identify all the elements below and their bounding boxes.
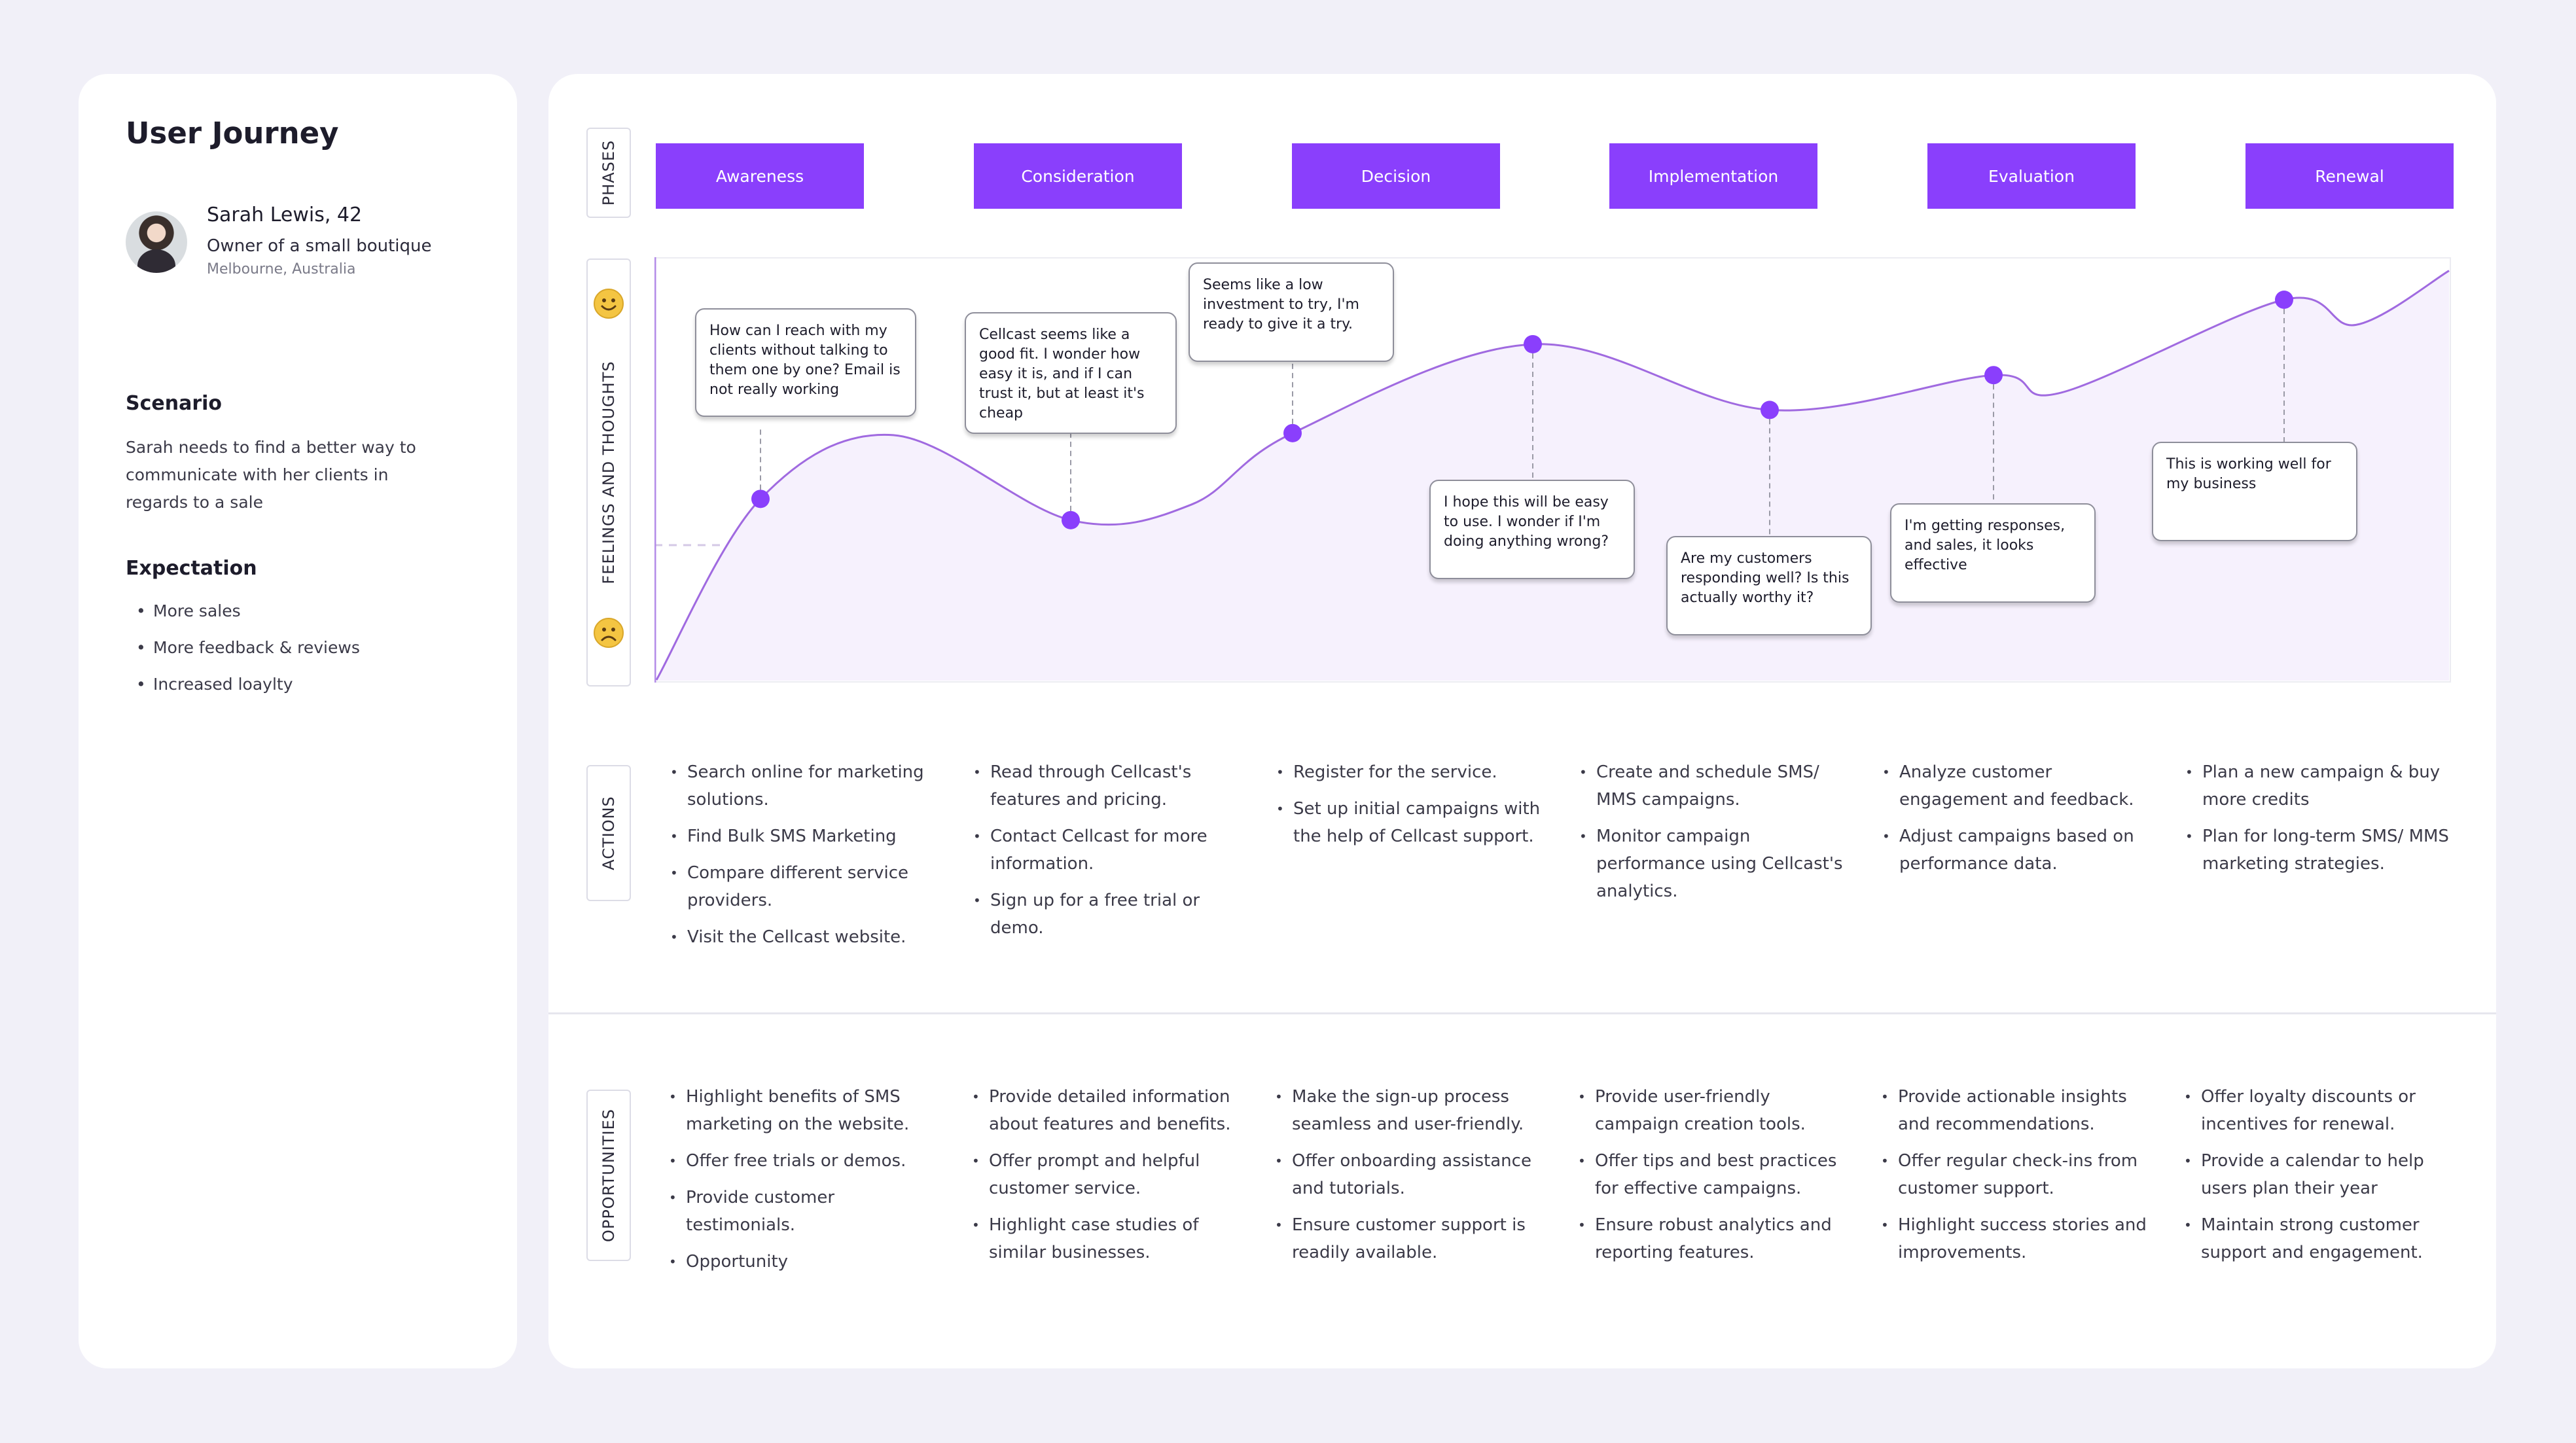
phase-decision[interactable]: Decision <box>1292 143 1500 209</box>
list-item: Contact Cellcast for more information. <box>971 823 1245 878</box>
thought-bubble: I hope this will be easy to use. I wonde… <box>1429 480 1635 579</box>
actions-renewal: Plan a new campaign & buy more credits P… <box>2183 758 2458 887</box>
list-item: Visit the Cellcast website. <box>668 923 942 951</box>
list-item: Offer loyalty discounts or incentives fo… <box>2181 1083 2456 1138</box>
phase-consideration[interactable]: Consideration <box>974 143 1182 209</box>
frowning-face-icon <box>594 618 624 648</box>
thought-bubble: I'm getting responses, and sales, it loo… <box>1890 503 2096 603</box>
expectation-heading: Expectation <box>126 557 257 580</box>
list-item: Set up initial campaigns with the help o… <box>1274 795 1548 850</box>
list-item: More sales <box>126 601 360 638</box>
list-item: Sign up for a free trial or demo. <box>971 887 1245 942</box>
actions-awareness: Search online for marketing solutions. F… <box>668 758 942 960</box>
list-item: Plan a new campaign & buy more credits <box>2183 758 2458 813</box>
avatar <box>126 211 187 273</box>
list-item: Make the sign-up process seamless and us… <box>1272 1083 1547 1138</box>
row-label-phases: PHASES <box>586 128 631 218</box>
section-divider <box>548 1012 2496 1014</box>
persona-name: Sarah Lewis, 42 <box>207 204 363 226</box>
list-item: Highlight success stories and improvemen… <box>1878 1211 2153 1266</box>
sentiment-point[interactable] <box>751 490 770 508</box>
opportunities-implementation: Provide user-friendly campaign creation … <box>1575 1083 1850 1275</box>
sentiment-point[interactable] <box>1524 334 1542 353</box>
persona-location: Melbourne, Australia <box>207 261 356 277</box>
list-item: Compare different service providers. <box>668 859 942 914</box>
sentiment-point[interactable] <box>2275 291 2293 309</box>
phase-awareness[interactable]: Awareness <box>656 143 864 209</box>
sentiment-point[interactable] <box>1062 510 1080 529</box>
list-item: Offer tips and best practices for effect… <box>1575 1147 1850 1202</box>
list-item: Analyze customer engagement and feedback… <box>1880 758 2155 813</box>
list-item: Search online for marketing solutions. <box>668 758 942 813</box>
persona-role: Owner of a small boutique <box>207 236 432 256</box>
list-item: Offer free trials or demos. <box>666 1147 941 1175</box>
list-item: Provide detailed information about featu… <box>969 1083 1244 1138</box>
list-item: Register for the service. <box>1274 758 1548 786</box>
thought-bubble: How can I reach with my clients without … <box>695 308 916 417</box>
sentiment-point[interactable] <box>1283 423 1302 442</box>
list-item: Increased loaylty <box>126 675 360 711</box>
list-item: Monitor campaign performance using Cellc… <box>1577 823 1851 905</box>
opportunities-decision: Make the sign-up process seamless and us… <box>1272 1083 1547 1275</box>
list-item: More feedback & reviews <box>126 638 360 675</box>
phase-renewal[interactable]: Renewal <box>2245 143 2454 209</box>
opportunities-renewal: Offer loyalty discounts or incentives fo… <box>2181 1083 2456 1275</box>
actions-consideration: Read through Cellcast's features and pri… <box>971 758 1245 951</box>
row-label-opportunities: OPPORTUNITIES <box>586 1090 631 1261</box>
persona-card: User Journey Sarah Lewis, 42 Owner of a … <box>79 74 517 1368</box>
list-item: Provide customer testimonials. <box>666 1184 941 1239</box>
thought-bubble: Are my customers responding well? Is thi… <box>1666 536 1872 635</box>
thought-bubble: Seems like a low investment to try, I'm … <box>1189 262 1394 362</box>
opportunities-awareness: Highlight benefits of SMS marketing on t… <box>666 1083 941 1285</box>
phase-implementation[interactable]: Implementation <box>1609 143 1817 209</box>
list-item: Offer onboarding assistance and tutorial… <box>1272 1147 1547 1202</box>
list-item: Opportunity <box>666 1248 941 1275</box>
smiley-face-icon <box>594 289 624 319</box>
sentiment-point[interactable] <box>1984 366 2003 385</box>
actions-evaluation: Analyze customer engagement and feedback… <box>1880 758 2155 887</box>
row-label-actions: ACTIONS <box>586 765 631 901</box>
scenario-heading: Scenario <box>126 392 223 415</box>
list-item: Ensure customer support is readily avail… <box>1272 1211 1547 1266</box>
list-item: Read through Cellcast's features and pri… <box>971 758 1245 813</box>
thought-bubble: Cellcast seems like a good fit. I wonder… <box>965 312 1177 434</box>
list-item: Adjust campaigns based on performance da… <box>1880 823 2155 878</box>
list-item: Ensure robust analytics and reporting fe… <box>1575 1211 1850 1266</box>
actions-implementation: Create and schedule SMS/ MMS campaigns. … <box>1577 758 1851 914</box>
list-item: Offer regular check-ins from customer su… <box>1878 1147 2153 1202</box>
journey-card: PHASES FEELINGS AND THOUGHTS ACTIONS OPP… <box>548 74 2496 1368</box>
thought-bubble: This is working well for my business <box>2152 442 2357 541</box>
list-item: Offer prompt and helpful customer servic… <box>969 1147 1244 1202</box>
list-item: Highlight case studies of similar busine… <box>969 1211 1244 1266</box>
list-item: Provide actionable insights and recommen… <box>1878 1083 2153 1138</box>
scenario-text: Sarah needs to find a better way to comm… <box>126 438 416 512</box>
phase-evaluation[interactable]: Evaluation <box>1927 143 2136 209</box>
list-item: Create and schedule SMS/ MMS campaigns. <box>1577 758 1851 813</box>
sentiment-point[interactable] <box>1761 401 1779 419</box>
row-label-feelings: FEELINGS AND THOUGHTS <box>586 258 631 686</box>
page-title: User Journey <box>126 116 339 151</box>
list-item: Provide user-friendly campaign creation … <box>1575 1083 1850 1138</box>
list-item: Maintain strong customer support and eng… <box>2181 1211 2456 1266</box>
expectation-list: More sales More feedback & reviews Incre… <box>126 601 360 711</box>
list-item: Plan for long-term SMS/ MMS marketing st… <box>2183 823 2458 878</box>
list-item: Find Bulk SMS Marketing <box>668 823 942 850</box>
opportunities-consideration: Provide detailed information about featu… <box>969 1083 1244 1275</box>
list-item: Provide a calendar to help users plan th… <box>2181 1147 2456 1202</box>
list-item: Highlight benefits of SMS marketing on t… <box>666 1083 941 1138</box>
actions-decision: Register for the service. Set up initial… <box>1274 758 1548 859</box>
opportunities-evaluation: Provide actionable insights and recommen… <box>1878 1083 2153 1275</box>
